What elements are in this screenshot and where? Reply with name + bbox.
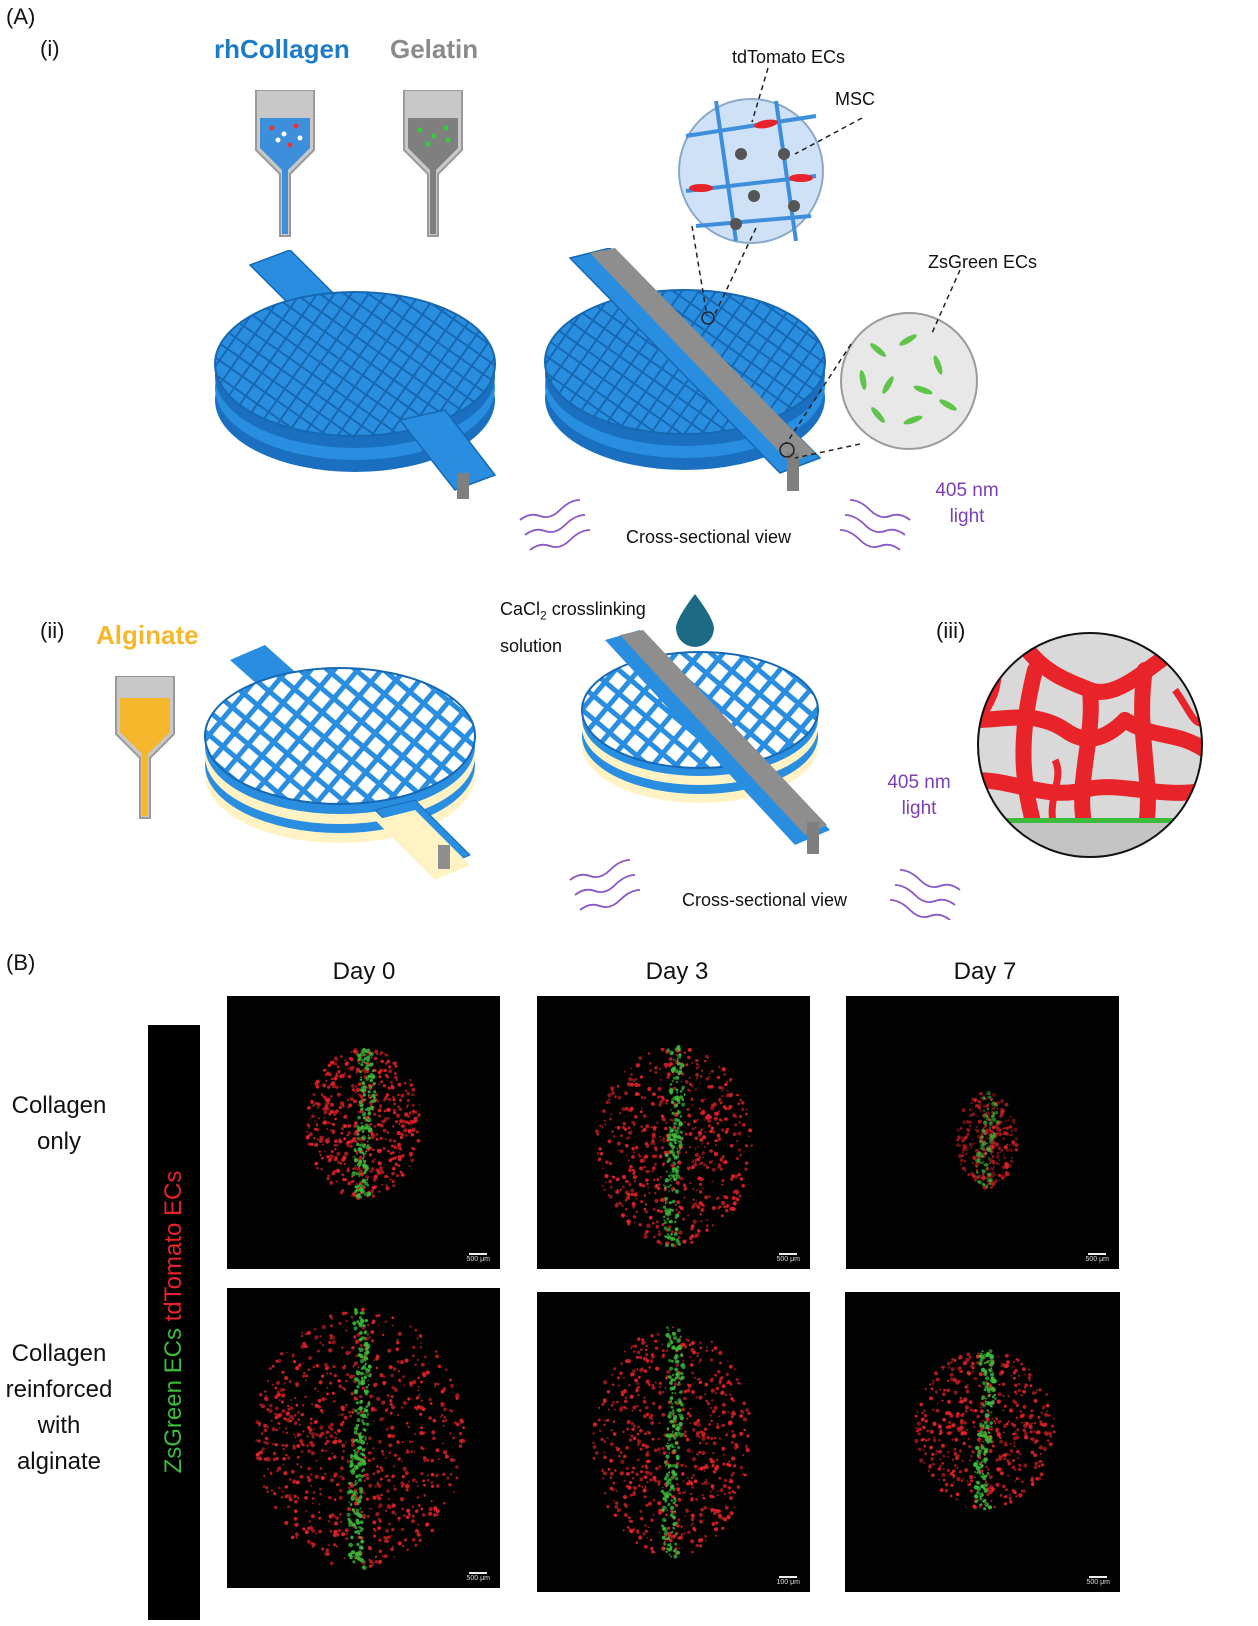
row-2-line-4: alginate — [16, 1448, 102, 1475]
column-day-0: Day 0 — [332, 958, 396, 985]
alginate-gelatin-scaffold-diagram — [581, 630, 830, 854]
panel-a-label: (A) — [6, 4, 36, 29]
scale-bar-label: 100 μm — [776, 1579, 801, 1586]
scale-bar: 500 μm — [466, 1253, 491, 1263]
light-label-2-line2: light — [901, 798, 937, 819]
row-2-line-1: Collagen — [11, 1340, 107, 1367]
scale-bar-label: 500 μm — [1085, 1256, 1110, 1263]
row-label-collagen-alginate: Collagen reinforced with alginate — [0, 1336, 124, 1480]
legend-bar — [148, 1025, 200, 1620]
alginate-reinforced-scaffold-diagram — [204, 645, 476, 880]
scale-bar-label: 500 μm — [466, 1575, 491, 1582]
cacl2-formula: CaCl — [500, 599, 541, 619]
scale-bar: 500 μm — [1085, 1253, 1110, 1263]
cross-section-label-2: Cross-sectional view — [682, 890, 848, 910]
light-label-2: 405 nm light — [874, 770, 964, 822]
cacl2-line1: CaCl2 crosslinking — [500, 594, 646, 631]
scale-bar-label: 500 μm — [776, 1256, 801, 1263]
panel-b-label: (B) — [6, 950, 36, 975]
collagen-scaffold-diagram — [214, 250, 497, 499]
scale-bar-label: 500 μm — [1086, 1579, 1111, 1586]
light-label-1-line2: light — [949, 506, 985, 527]
scale-bar: 500 μm — [776, 1253, 801, 1263]
alginate-label: Alginate — [96, 620, 199, 650]
collagen-gelatin-scaffold-diagram — [544, 248, 826, 491]
sub-ii-label: (ii) — [40, 618, 65, 643]
micrograph-collagen-day7: 500 μm — [846, 996, 1119, 1269]
column-day-7: Day 7 — [953, 958, 1017, 985]
row-2-line-2: reinforced — [5, 1376, 113, 1403]
rhcollagen-label: rhCollagen — [214, 34, 350, 64]
row-1-line-2: only — [36, 1128, 82, 1155]
light-label-2-line1: 405 nm — [887, 772, 951, 793]
scale-bar: 500 μm — [1086, 1576, 1111, 1586]
cacl2-subscript: 2 — [540, 608, 547, 623]
sub-iii-label: (iii) — [936, 618, 966, 643]
light-label-1-line1: 405 nm — [935, 480, 999, 501]
droplet-icon — [676, 594, 714, 647]
micrograph-alginate-day7: 500 μm — [845, 1292, 1120, 1592]
cacl2-line2: solution — [500, 635, 563, 656]
cross-section-label-1: Cross-sectional view — [626, 527, 792, 547]
row-1-line-1: Collagen — [11, 1092, 107, 1119]
scale-bar-label: 500 μm — [466, 1256, 491, 1263]
micrograph-alginate-day3: 100 μm — [537, 1292, 810, 1592]
msc-annotation: MSC — [835, 89, 875, 109]
sub-i-label: (i) — [40, 36, 60, 61]
micrograph-alginate-day0: 500 μm — [227, 1288, 500, 1588]
micrograph-collagen-day0: 500 μm — [227, 996, 500, 1269]
vascular-network-illustration — [977, 632, 1203, 858]
zsgreen-magnified-view — [840, 312, 978, 450]
scale-bar: 500 μm — [466, 1572, 491, 1582]
scale-bar: 100 μm — [776, 1576, 801, 1586]
light-label-1: 405 nm light — [922, 478, 1012, 530]
cacl2-annotation: CaCl2 crosslinking solution — [500, 594, 646, 661]
zsgreen-annotation: ZsGreen ECs — [928, 252, 1038, 272]
legend-text: ZsGreen ECs tdTomato ECs — [160, 1171, 188, 1474]
row-label-collagen-only: Collagen only — [0, 1088, 124, 1160]
cacl2-crosslinking: crosslinking — [546, 599, 646, 619]
legend-red: tdTomato ECs — [160, 1170, 187, 1329]
gelatin-syringe-icon — [403, 90, 463, 237]
row-2-line-3: with — [37, 1412, 81, 1439]
rhcollagen-syringe-icon — [255, 90, 315, 237]
gelatin-label: Gelatin — [390, 34, 479, 64]
column-day-3: Day 3 — [645, 958, 709, 985]
annotation-leader-lines — [519, 67, 961, 551]
alginate-syringe-icon — [115, 676, 175, 819]
light-waves-ii — [569, 859, 961, 920]
legend-green: ZsGreen ECs — [160, 1328, 187, 1474]
tdtomato-annotation: tdTomato ECs — [732, 47, 846, 67]
cell-network-magnified-view — [678, 98, 824, 244]
micrograph-collagen-day3: 500 μm — [537, 996, 810, 1269]
